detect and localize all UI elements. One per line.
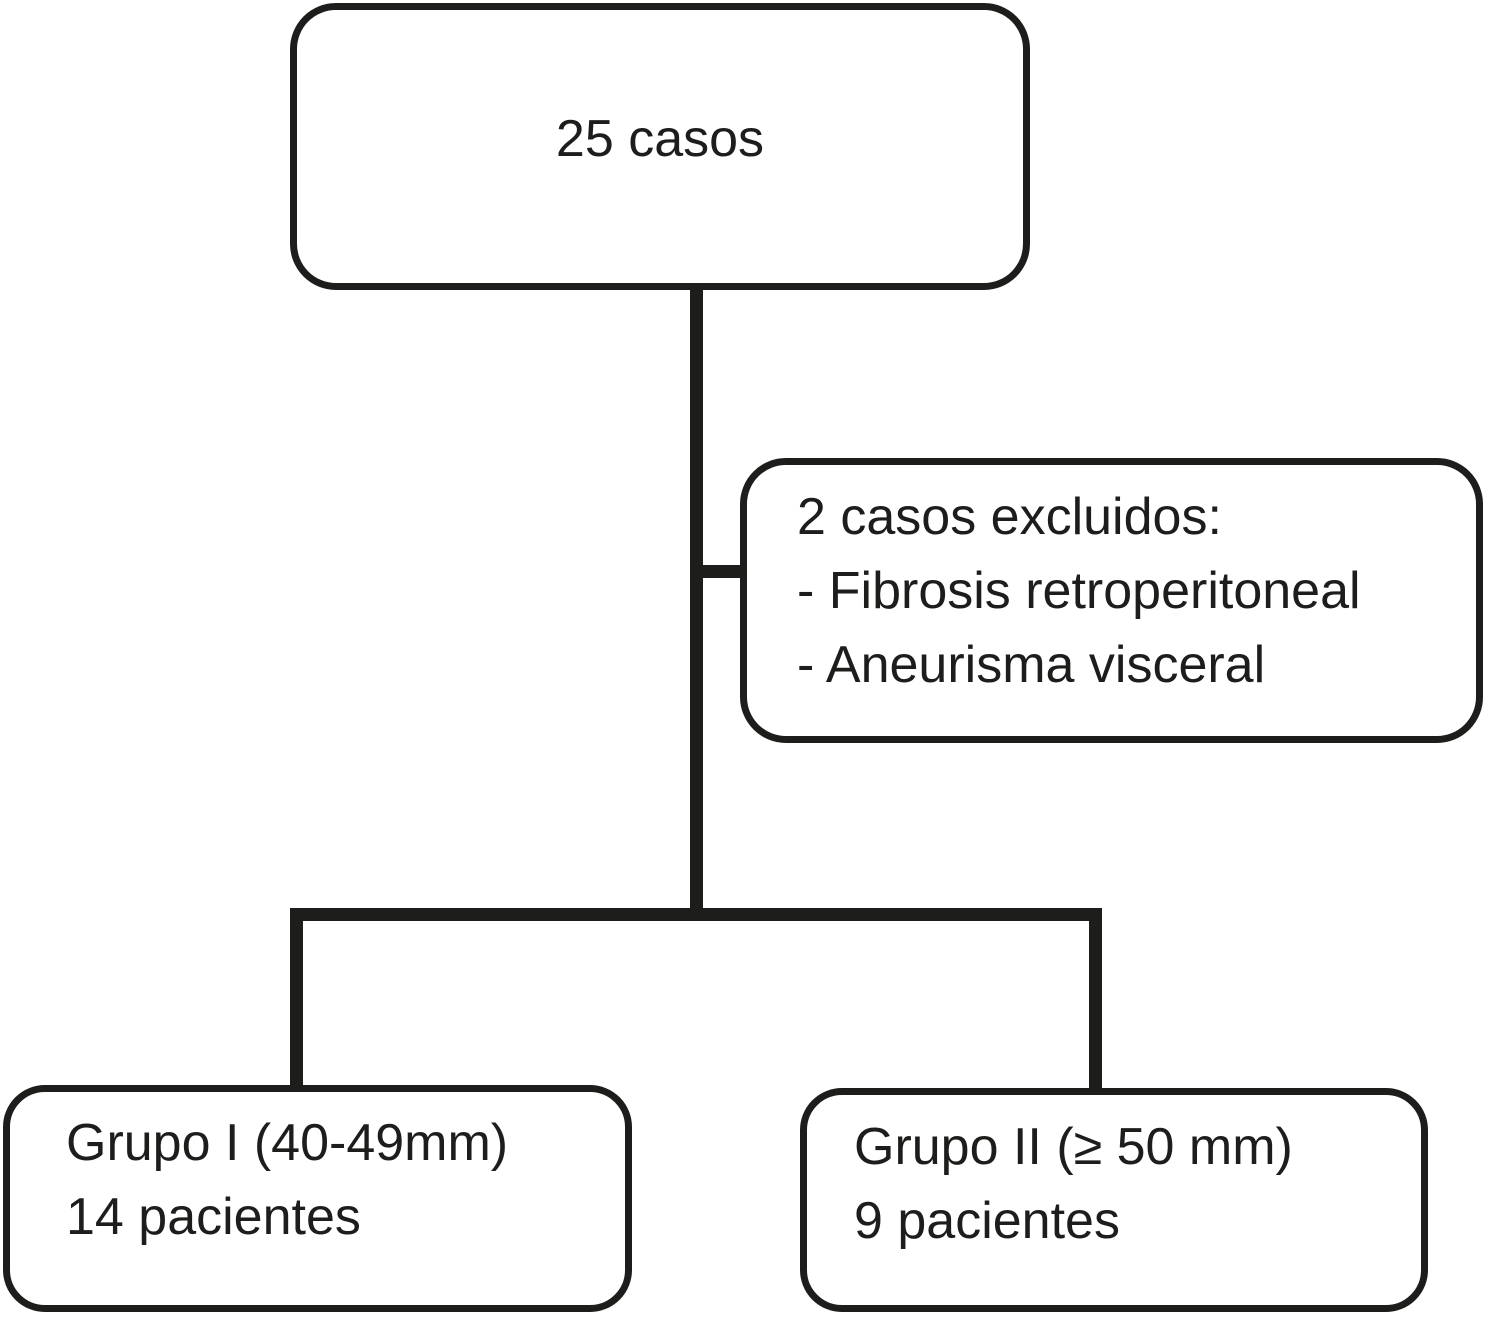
excluded-reason-fibrosis: - Fibrosis retroperitoneal: [797, 562, 1361, 620]
connector-branch-horizontal: [290, 908, 1102, 921]
group-2-patient-count: 9 pacientes: [854, 1192, 1120, 1250]
group-1-title: Grupo I (40-49mm): [66, 1114, 509, 1172]
total-cases-label: 25 casos: [555, 109, 765, 168]
connector-branch-right-drop: [1089, 908, 1102, 1094]
connector-branch-left-drop: [290, 908, 303, 1090]
group-1-patient-count: 14 pacientes: [66, 1188, 361, 1246]
node-group-1: Grupo I (40-49mm) 14 pacientes: [3, 1085, 632, 1312]
node-total-cases: 25 casos: [290, 3, 1030, 290]
excluded-reason-aneurisma: - Aneurisma visceral: [797, 636, 1266, 694]
group-2-title: Grupo II (≥ 50 mm): [854, 1118, 1293, 1176]
excluded-cases-title: 2 casos excluidos:: [797, 488, 1222, 546]
node-group-2: Grupo II (≥ 50 mm) 9 pacientes: [800, 1088, 1428, 1312]
connector-trunk-vertical: [690, 288, 703, 920]
node-excluded-cases: 2 casos excluidos: - Fibrosis retroperit…: [740, 458, 1483, 743]
